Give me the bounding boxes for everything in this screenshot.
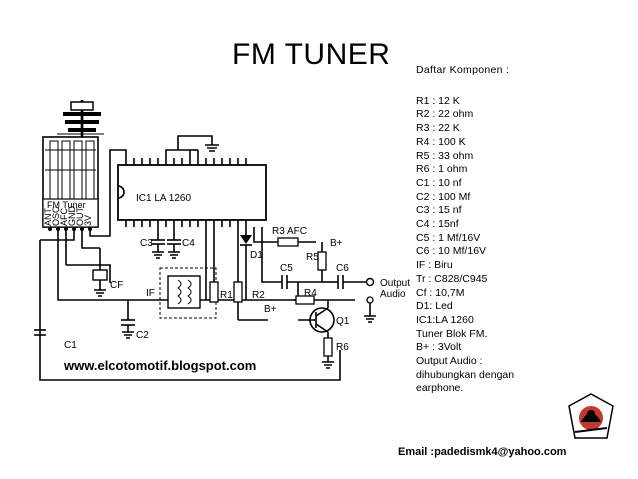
parts-list-item: C5 : 1 Mf/16V bbox=[416, 231, 481, 244]
module-label: FM Tuner bbox=[47, 200, 86, 210]
pin-label: GND bbox=[67, 206, 77, 227]
pin-label: 3V bbox=[83, 215, 93, 226]
label-c1: C1 bbox=[64, 340, 77, 351]
component-labels: C1 C2 C3 C4 C5 C6 CF IF R1 R2 R3 AFC R4 … bbox=[63, 226, 413, 373]
module-pins: ANT OSC AFC GND OUT 3V bbox=[43, 206, 93, 227]
parts-list-item: Cf : 10,7M bbox=[416, 286, 465, 299]
parts-list-item: D1: Led bbox=[416, 300, 453, 313]
pin-label: AFC bbox=[59, 207, 69, 226]
parts-list-item: Tuner Blok FM. bbox=[416, 327, 488, 340]
label-r6: R6 bbox=[336, 342, 349, 353]
circuit-wiring bbox=[34, 135, 376, 381]
parts-list-item: R6 : 1 ohm bbox=[416, 163, 468, 176]
label-r2: R2 bbox=[252, 290, 265, 301]
tuner-module: FM Tuner ANT OSC AFC GND OUT 3V bbox=[42, 136, 99, 231]
label-output-audio: Output Audio bbox=[380, 278, 413, 300]
parts-list-item: R5 : 33 ohm bbox=[416, 149, 474, 162]
parts-list-item: R1 : 12 K bbox=[416, 94, 460, 107]
label-q1: Q1 bbox=[336, 316, 350, 327]
label-r3: R3 AFC bbox=[272, 226, 307, 237]
label-r1: R1 bbox=[220, 290, 233, 301]
label-c6: C6 bbox=[336, 263, 349, 274]
label-c3: C3 bbox=[140, 238, 153, 249]
slide-title: FM TUNER bbox=[232, 38, 391, 71]
label-r4: R4 bbox=[304, 288, 317, 299]
label-c4: C4 bbox=[182, 238, 195, 249]
label-cf: CF bbox=[110, 280, 123, 291]
parts-list-item: C2 : 100 Mf bbox=[416, 190, 471, 203]
parts-list-item: earphone. bbox=[416, 382, 464, 395]
parts-list-item: R2 : 22 ohm bbox=[416, 108, 474, 121]
parts-list-item: Tr : C828/C945 bbox=[416, 272, 488, 285]
parts-list-item: IC1:LA 1260 bbox=[416, 313, 474, 326]
label-bplus-mid: B+ bbox=[264, 304, 277, 315]
pin-label: OUT bbox=[75, 207, 85, 227]
label-bplus-top: B+ bbox=[330, 238, 343, 249]
parts-list-item: dihubungkan dengan bbox=[416, 368, 515, 381]
label-r5: R5 bbox=[306, 252, 319, 263]
parts-list-item: C6 : 10 Mf/16V bbox=[416, 245, 487, 258]
parts-list-item: C3 : 15 nf bbox=[416, 204, 462, 217]
brand-logo bbox=[568, 393, 614, 439]
pin-label: OSC bbox=[51, 206, 61, 226]
parts-list-item: C1 : 10 nf bbox=[416, 176, 462, 189]
label-if: IF bbox=[146, 288, 155, 299]
parts-list-item: R3 : 22 K bbox=[416, 122, 460, 135]
parts-list-item: IF : Biru bbox=[416, 259, 453, 272]
pin-label: ANT bbox=[43, 207, 53, 226]
footer-email: Email :padedismk4@yahoo.com bbox=[398, 446, 567, 458]
parts-list-heading: Daftar Komponen : bbox=[416, 64, 510, 76]
parts-list-item: C4 : 15nf bbox=[416, 218, 459, 231]
parts-list-item: B+ : 3Volt bbox=[416, 341, 462, 354]
ic-label: IC1 LA 1260 bbox=[136, 193, 191, 204]
website-url: www.elcotomotif.blogspot.com bbox=[63, 358, 256, 373]
label-d1: D1 bbox=[250, 250, 263, 261]
ic1: IC1 LA 1260 bbox=[117, 158, 267, 227]
label-c5: C5 bbox=[280, 263, 293, 274]
label-c2: C2 bbox=[136, 330, 149, 341]
parts-list-item: R4 : 100 K bbox=[416, 135, 466, 148]
parts-list-item: Output Audio : bbox=[416, 355, 483, 368]
